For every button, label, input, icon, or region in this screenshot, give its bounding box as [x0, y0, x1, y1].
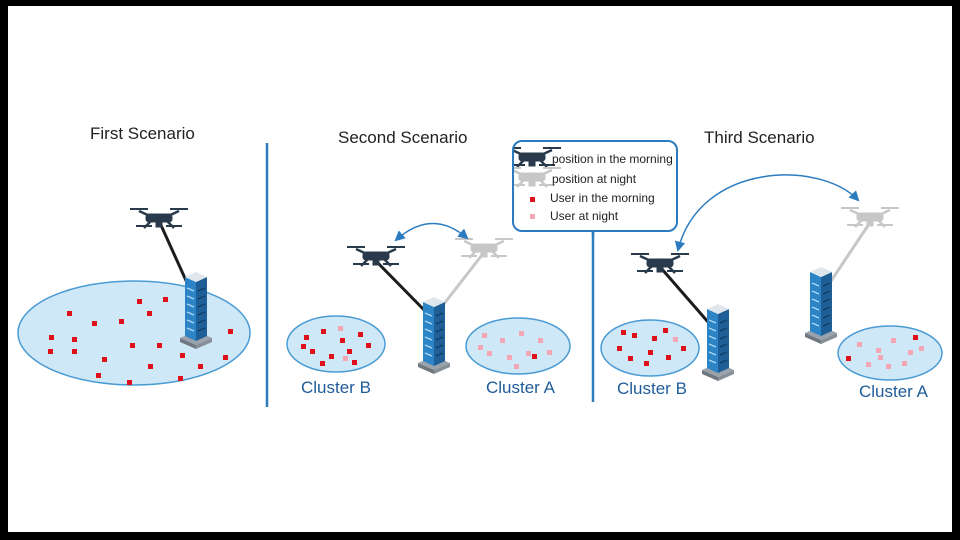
coverage-cell-s1	[17, 280, 251, 386]
cluster-b-cell-s2	[286, 315, 386, 373]
drone-night-s3	[839, 206, 901, 229]
drone-night-s2	[453, 237, 515, 260]
tether-morning-s3	[659, 267, 717, 331]
relocation-arrow-s2	[394, 222, 469, 242]
cluster-b-label-s2: Cluster B	[301, 378, 371, 397]
legend-user-morning-icon	[530, 197, 535, 202]
drone-morning-s2	[345, 245, 407, 268]
cluster-a-label-s2: Cluster A	[486, 378, 555, 397]
cluster-a-cell-s3	[837, 325, 943, 381]
users-cluster-b-s2	[301, 329, 371, 366]
title-first-scenario: First Scenario	[90, 124, 195, 143]
users-cluster-b-s3	[617, 328, 686, 366]
legend-user-night-icon	[530, 214, 535, 219]
relocation-arrow-s3	[674, 174, 860, 253]
users-s1	[48, 297, 233, 385]
legend-box: position in the morning position at nigh…	[512, 140, 678, 232]
legend-label-user-night: User at night	[550, 209, 619, 223]
title-third-scenario: Third Scenario	[704, 128, 815, 147]
drone-morning-s3	[629, 252, 691, 275]
legend-label-drone-night: position at night	[552, 172, 637, 186]
users-morning-cluster-a-s3	[846, 335, 918, 361]
legend-symbols	[514, 146, 563, 219]
diagram-canvas	[8, 6, 952, 532]
users-morning-cluster-a-s2	[532, 354, 537, 359]
users-cluster-a-s3	[857, 338, 924, 369]
users-cluster-a-s2	[478, 331, 552, 369]
legend-label-user-morning: User in the morning	[550, 191, 655, 205]
cluster-a-cell-s2	[465, 317, 571, 375]
cluster-b-label-s3: Cluster B	[617, 379, 687, 398]
users-night-cluster-b-s3	[673, 337, 678, 342]
users-night-cluster-b-s2	[338, 326, 348, 361]
building-morning-s3	[701, 303, 735, 382]
drone-morning-s1	[128, 207, 190, 230]
legend-label-drone-morning: position in the morning	[552, 152, 673, 166]
tether-morning-s2	[374, 259, 434, 320]
cluster-a-label-s3: Cluster A	[859, 382, 928, 401]
title-second-scenario: Second Scenario	[338, 128, 468, 147]
